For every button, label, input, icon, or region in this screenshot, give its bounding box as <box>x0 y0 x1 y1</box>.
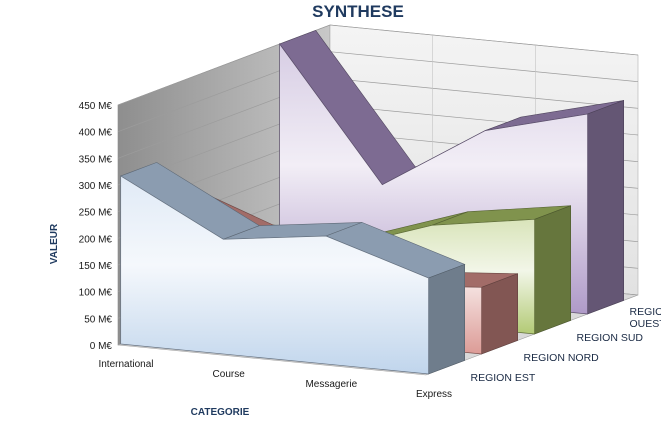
y-tick-label: 0 M€ <box>90 341 113 352</box>
x-tick-label: Course <box>213 369 246 380</box>
y-tick-label: 300 M€ <box>79 181 113 192</box>
series-label-line: REGION SUD <box>577 332 644 344</box>
y-tick-label: 100 M€ <box>79 288 113 299</box>
series-label-line: REGION NORD <box>524 352 600 364</box>
series-label: REGION NORD <box>524 352 600 364</box>
series-side-face <box>481 273 519 355</box>
y-tick-label: 150 M€ <box>79 261 113 272</box>
y-tick-label: 350 M€ <box>79 154 113 165</box>
gridline <box>117 24 639 106</box>
series-region-est <box>120 162 466 375</box>
series-label: REGION SUD <box>577 332 644 344</box>
series-side-face <box>534 205 572 335</box>
x-tick-label: International <box>98 359 153 370</box>
y-tick-label: 250 M€ <box>79 208 113 219</box>
series-side-face <box>587 99 625 315</box>
y-axis-title: VALEUR <box>49 223 60 264</box>
y-tick-label: 450 M€ <box>79 101 113 112</box>
x-axis-title: CATEGORIE <box>191 407 250 418</box>
y-tick-label: 400 M€ <box>79 128 113 139</box>
x-tick-label: Express <box>416 389 452 400</box>
y-tick-label: 200 M€ <box>79 234 113 245</box>
series-label-line: OUEST <box>630 318 661 330</box>
series-label: REGION EST <box>471 372 536 384</box>
plot-area: 0 M€ 50 M€ 100 M€ 150 M€ 200 M€ 250 M€ 300 M€ 3… <box>79 24 661 400</box>
series-front-face <box>120 175 429 375</box>
series-label-line: REGION <box>630 306 661 318</box>
series-label: REGIONOUEST <box>630 306 661 330</box>
y-tick-label: 50 M€ <box>84 314 112 325</box>
series-side-face <box>428 263 466 375</box>
chart-title: SYNTHESE <box>312 2 404 21</box>
x-tick-label: Messagerie <box>305 379 357 390</box>
series-label-line: REGION EST <box>471 372 536 384</box>
